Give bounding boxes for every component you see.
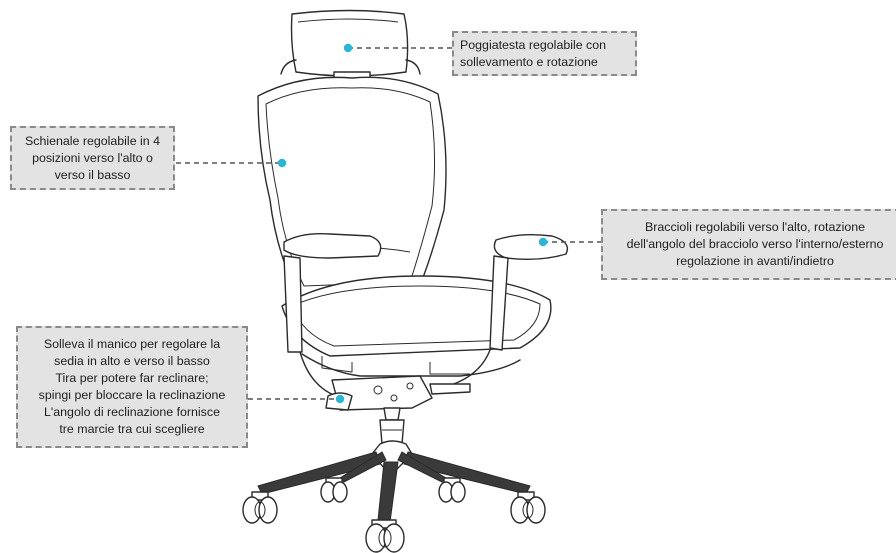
headrest-callout-line: Poggiatesta regolabile con [460,37,607,52]
casters [242,477,546,553]
headrest-marker-dot [343,43,353,53]
headrest [280,9,421,87]
armrests-marker-dot [538,237,548,247]
backrest-marker-dot [277,158,287,168]
lift-handle-callout-line: L'angolo di reclinazione fornisce [44,405,220,419]
lift-handle-marker-dot [335,394,345,404]
gas-cylinder [379,407,405,445]
backrest-callout-line: posizioni verso l'alto o [32,150,153,165]
armrests-callout-line: regolazione in avanti/indietro [676,254,834,268]
lift-handle-callout-line: tre marcie tra cui scegliere [59,422,205,436]
lift-handle-callout-line: Solleva il manico per regolare la [43,337,221,351]
headrest-callout-line: sollevamento e rotazione [460,54,598,69]
backrest-callout-line: verso il basso [54,167,131,182]
chair-base [257,440,531,523]
seat [281,275,552,377]
lift-handle-callout-line: spingi per bloccare la reclinazione [38,388,226,402]
headrest-callout: Poggiatesta regolabile con sollevamento … [452,31,637,76]
tilt-mechanism [325,375,471,411]
right-armrest [447,233,569,387]
armrests-callout-line: Braccioli regolabili verso l'alto, rotaz… [645,220,865,234]
lift-handle-callout-line: sedia in alto e verso il basso [54,354,210,368]
backrest-callout: Schienale regolabile in 4 posizioni vers… [10,126,175,190]
armrests-callout: Braccioli regolabili verso l'alto, rotaz… [601,209,896,280]
lift-handle-callout-line: Tira per potere far reclinare; [55,371,209,385]
lift-handle-callout: Solleva il manico per regolare la sedia … [16,326,248,448]
backrest-callout-line: Schienale regolabile in 4 [24,133,160,148]
armrests-callout-line: dell'angolo del bracciolo verso l'intern… [626,237,884,251]
left-armrest [283,232,382,397]
